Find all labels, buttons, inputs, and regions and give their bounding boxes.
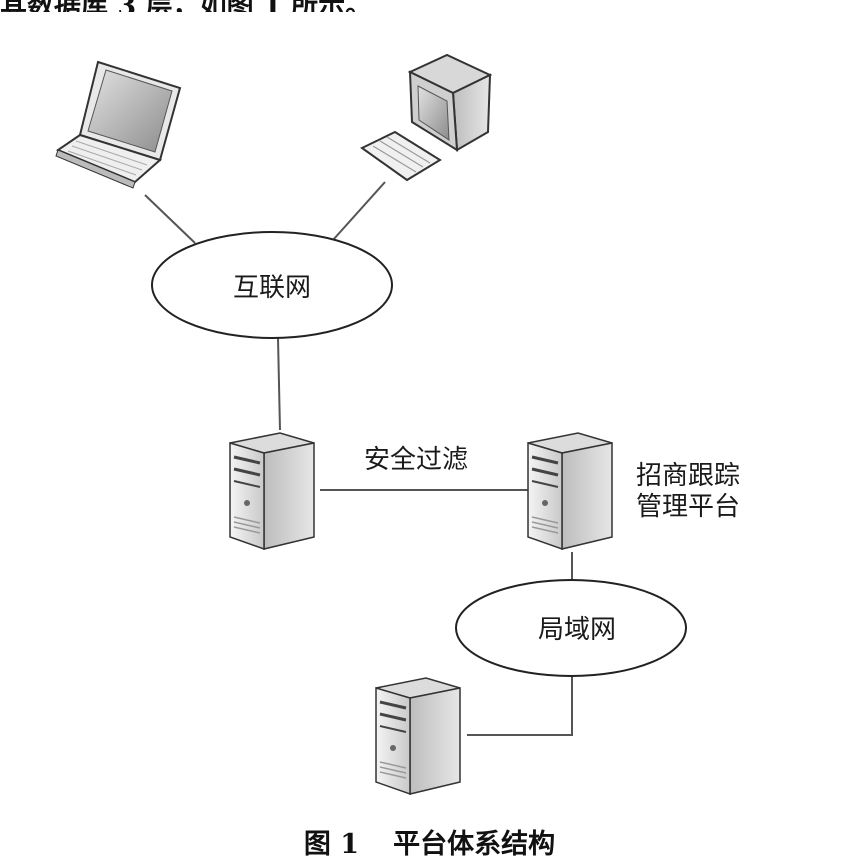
platform-label-line2: 管理平台 bbox=[636, 492, 740, 522]
platform-label-line1: 招商跟踪 bbox=[636, 461, 740, 491]
security-filter-label: 安全过滤 bbox=[364, 445, 468, 475]
network-diagram: 互联网 安全过滤 招商跟踪 管理平台 局域网 bbox=[55, 53, 740, 796]
figure-number: 图 1 bbox=[303, 829, 360, 860]
lan-label: 局域网 bbox=[538, 615, 616, 645]
laptop-icon bbox=[55, 60, 182, 189]
connection-lines bbox=[144, 181, 573, 736]
internet-label: 互联网 bbox=[233, 273, 311, 303]
lan-node: 局域网 bbox=[455, 579, 687, 677]
cut-off-body-text: 其数据库 3 层，如图 1 所示。 bbox=[0, 0, 859, 12]
platform-server-icon bbox=[526, 431, 614, 551]
figure-title: 平台体系结构 bbox=[393, 829, 556, 860]
laptop-link bbox=[144, 194, 196, 244]
web-server-icon bbox=[228, 431, 316, 551]
figure-caption: 图 1 平台体系结构 bbox=[0, 822, 859, 861]
lan-server-link bbox=[467, 676, 573, 736]
database-server-icon bbox=[374, 676, 462, 796]
internet-server-link bbox=[277, 337, 281, 431]
internet-node: 互联网 bbox=[151, 231, 393, 339]
desktop-link bbox=[332, 181, 386, 241]
desktop-computer-icon bbox=[360, 53, 493, 182]
